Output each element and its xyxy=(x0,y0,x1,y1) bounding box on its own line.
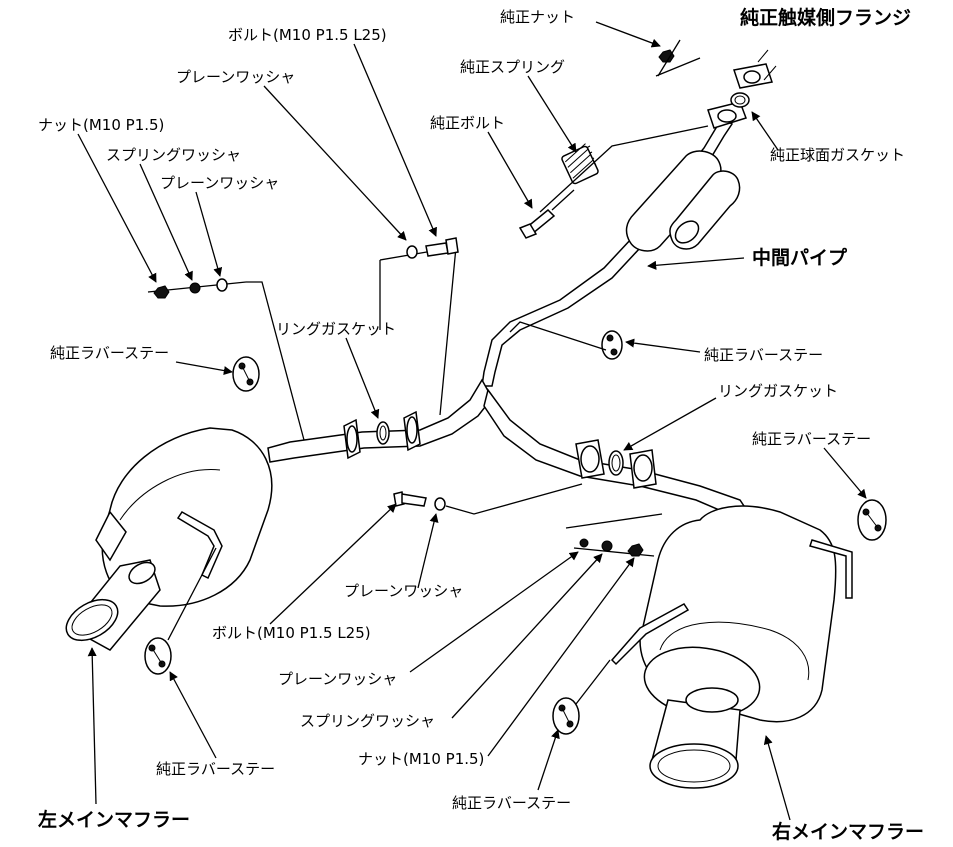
label-plain-washer-bottom: プレーンワッシャ xyxy=(278,670,397,688)
label-nut-m10-bottom: ナット(M10 P1.5) xyxy=(358,750,484,768)
label-spring-washer-bottom: スプリングワッシャ xyxy=(300,712,435,730)
nut-bottom-part xyxy=(627,543,644,557)
plain-washer-mid-part xyxy=(434,497,446,511)
label-genuine-cat-flange: 純正触媒側フランジ xyxy=(740,6,911,29)
rubber-stay-left-bottom xyxy=(144,637,172,675)
left-muffler xyxy=(65,427,273,651)
leader-lines xyxy=(77,21,867,821)
label-ring-gasket-right: リングガスケット xyxy=(718,382,838,400)
label-spring-washer-left: スプリングワッシャ xyxy=(106,146,241,164)
label-genuine-spring: 純正スプリング xyxy=(460,58,565,76)
label-ring-gasket-left: リングガスケット xyxy=(276,320,396,338)
label-plain-washer-top: プレーンワッシャ xyxy=(176,68,295,86)
label-plain-washer-left: プレーンワッシャ xyxy=(160,174,279,192)
rubber-stay-left-top xyxy=(232,356,260,392)
label-nut-m10-left: ナット(M10 P1.5) xyxy=(38,116,164,134)
label-middle-pipe: 中間パイプ xyxy=(752,246,848,269)
nut-left-part xyxy=(153,285,170,299)
spring-washer-bottom-part xyxy=(601,540,613,552)
plain-washer-left-part xyxy=(216,278,228,292)
right-muffler xyxy=(610,505,853,789)
left-ring-gasket xyxy=(376,421,390,445)
genuine-bolt-part xyxy=(518,189,575,239)
label-genuine-ball-gasket: 純正球面ガスケット xyxy=(770,146,905,164)
exhaust-drawing xyxy=(65,49,853,789)
rubber-stay-right-top xyxy=(601,330,623,360)
label-rubber-stay-left-bottom: 純正ラバーステー xyxy=(156,760,275,778)
label-right-main-muffler: 右メインマフラー xyxy=(771,820,924,843)
label-rubber-stay-bottom-center: 純正ラバーステー xyxy=(452,794,571,812)
rubber-stay-bottom-center xyxy=(552,697,580,735)
genuine-spring-part xyxy=(561,143,599,185)
bolt-top-part xyxy=(425,242,449,257)
label-rubber-stay-right-top: 純正ラバーステー xyxy=(704,346,823,364)
label-bolt-m10-bottom: ボルト(M10 P1.5 L25) xyxy=(212,624,371,642)
rubber-stay-right xyxy=(857,499,887,541)
genuine-nut-part xyxy=(658,49,675,63)
label-genuine-nut: 純正ナット xyxy=(500,8,575,26)
label-rubber-stay-left-top: 純正ラバーステー xyxy=(50,344,169,362)
label-genuine-bolt: 純正ボルト xyxy=(430,114,505,132)
right-ring-gasket xyxy=(608,450,624,476)
spring-washer-left-part xyxy=(189,282,201,294)
label-rubber-stay-right: 純正ラバーステー xyxy=(752,430,871,448)
ball-gasket xyxy=(730,92,750,108)
labels: 純正ナット 純正触媒側フランジ ボルト(M10 P1.5 L25) 純正スプリン… xyxy=(38,6,924,843)
label-bolt-m10-top: ボルト(M10 P1.5 L25) xyxy=(228,26,387,44)
label-plain-washer-mid: プレーンワッシャ xyxy=(344,582,463,600)
plain-washer-top-part xyxy=(406,245,418,259)
hardware xyxy=(144,39,887,735)
label-left-main-muffler: 左メインマフラー xyxy=(38,808,190,831)
left-rear-pipe xyxy=(267,378,493,463)
